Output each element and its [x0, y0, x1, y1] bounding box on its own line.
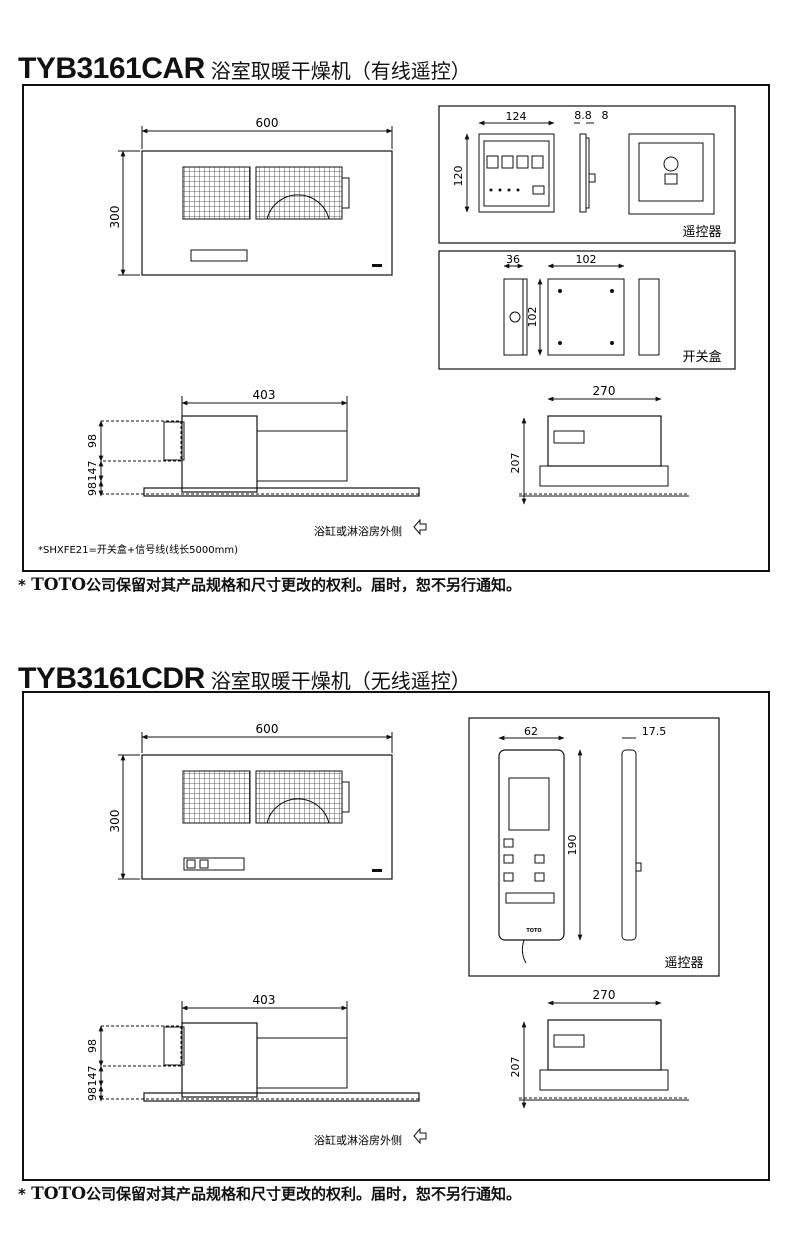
top-view: 600 300: [108, 116, 393, 276]
bath-side-arrow-icon: [413, 1127, 427, 1145]
dim-300: 300: [108, 206, 122, 229]
unit-body: [181, 1022, 258, 1098]
front-view: 270 207: [509, 384, 689, 505]
dim-98-bottom: 98: [86, 482, 99, 496]
dim-17-5: 17.5: [642, 725, 667, 738]
dim-207: 207: [509, 1057, 522, 1078]
side-view: 403 98 147 98: [86, 388, 420, 497]
remote-side: [579, 133, 587, 213]
front-view: 270 207: [509, 988, 689, 1109]
dim-98-top: 98: [86, 1039, 99, 1053]
dim-124: 124: [506, 110, 527, 123]
footnote-text: 公司保留对其产品规格和尺寸更改的权利。届时，恕不另行通知。: [86, 1185, 522, 1203]
switch-box-front: [547, 278, 625, 356]
remote-front: [478, 133, 555, 213]
dim-600: 600: [256, 116, 279, 130]
footnote-mark: *: [18, 1185, 26, 1203]
dim-270: 270: [593, 384, 616, 398]
switch-box-cover: [638, 278, 660, 356]
louver-handle: [341, 177, 350, 209]
front-body: [547, 415, 662, 467]
side-view: 403 98 147 98: [86, 993, 420, 1102]
intake-grille: [182, 770, 251, 824]
footnote-mark: *: [18, 576, 26, 594]
remote-side: [621, 749, 637, 941]
drawing-car: 600 300 124 120 8.8 8 遥控器: [38, 105, 736, 556]
dim-190: 190: [566, 835, 579, 856]
switch-note: *SHXFE21=开关盒+信号线(线长5000mm): [38, 543, 238, 556]
bath-side-arrow-icon: [413, 518, 427, 536]
remote-strap: [521, 939, 527, 964]
dim-102-h: 102: [526, 307, 539, 328]
drawing-frame-car: 600 300 124 120 8.8 8 遥控器: [22, 84, 770, 572]
dim-98-top: 98: [86, 434, 99, 448]
model-name: TYB3161CAR: [18, 52, 205, 85]
dim-62: 62: [524, 725, 538, 738]
remote-label: 遥控器: [664, 956, 703, 971]
remote-brand: TOTO: [526, 928, 541, 934]
remote-label: 遥控器: [682, 225, 721, 240]
outlet-grille: [255, 166, 343, 220]
panel-outline: [141, 754, 393, 880]
dim-8-8: 8.8: [574, 109, 592, 122]
dim-8: 8: [602, 109, 609, 122]
dim-102-w: 102: [576, 253, 597, 266]
model-description: 浴室取暖干燥机（有线遥控）: [210, 59, 471, 83]
indicator-window: [190, 249, 248, 262]
wireless-remote-box: TOTO 62 190 17.5 遥控器: [468, 717, 720, 977]
panel-outline: [141, 150, 393, 276]
remote-panel-box: 124 120 8.8 8 遥控器: [438, 105, 736, 244]
footnote-brand: TOTO: [31, 1184, 87, 1204]
unit-body: [181, 415, 258, 493]
footnote-brand: TOTO: [31, 575, 87, 595]
top-view: 600 300: [108, 722, 393, 880]
bath-side-label: 浴缸或淋浴房外侧: [314, 524, 402, 538]
dim-403: 403: [253, 388, 276, 402]
ceiling-panel: [143, 1092, 420, 1102]
footnote-text: 公司保留对其产品规格和尺寸更改的权利。届时，恕不另行通知。: [86, 576, 522, 594]
logo-mark: [372, 264, 382, 267]
ceiling-panel: [143, 487, 420, 497]
receiver-window: [183, 857, 245, 871]
dim-270: 270: [593, 988, 616, 1002]
remote-back: [628, 133, 715, 215]
drawing-cdr: 600 300 TOTO 62 190 17.5 遥控器 403: [86, 717, 720, 1147]
dim-147: 147: [86, 461, 99, 482]
dim-600: 600: [256, 722, 279, 736]
dim-207: 207: [509, 453, 522, 474]
footnote-2: * TOTO公司保留对其产品规格和尺寸更改的权利。届时，恕不另行通知。: [18, 1183, 521, 1204]
remote-display: [508, 777, 550, 831]
intake-grille: [182, 166, 251, 220]
fan-arc: [266, 194, 330, 220]
duct-dashed: [100, 420, 182, 462]
remote-front: [498, 749, 565, 941]
model-description: 浴室取暖干燥机（无线遥控）: [210, 669, 471, 693]
drawing-frame-cdr: 600 300 TOTO 62 190 17.5 遥控器 403: [22, 691, 770, 1181]
dim-120: 120: [452, 166, 465, 187]
dim-300: 300: [108, 810, 122, 833]
dim-36: 36: [506, 253, 520, 266]
switch-box-label: 开关盒: [682, 349, 721, 365]
model-name: TYB3161CDR: [18, 662, 205, 695]
outlet-grille: [255, 770, 343, 824]
dim-147: 147: [86, 1066, 99, 1087]
footnote-1: * TOTO公司保留对其产品规格和尺寸更改的权利。届时，恕不另行通知。: [18, 574, 521, 595]
dim-403: 403: [253, 993, 276, 1007]
dim-98-bottom: 98: [86, 1087, 99, 1101]
bath-side-label: 浴缸或淋浴房外侧: [314, 1133, 402, 1147]
switch-box-panel: 36 102 102 开关盒: [438, 250, 736, 370]
